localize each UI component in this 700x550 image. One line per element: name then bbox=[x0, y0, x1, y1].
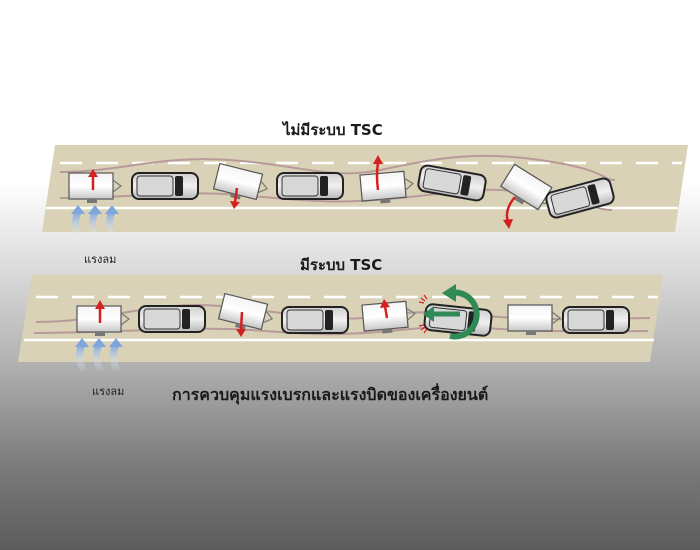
force-arrow-down bbox=[503, 196, 516, 229]
car bbox=[138, 305, 206, 333]
wind-arrows bbox=[75, 338, 123, 374]
title-without-tsc: ไม่มีระบบ TSC bbox=[283, 121, 383, 139]
force-arrow-down bbox=[236, 311, 246, 337]
torque-control-arrow-icon bbox=[423, 284, 480, 340]
trailer bbox=[507, 304, 561, 336]
caption: การควบคุมแรงเบรกและแรงบิดของเครื่องยนต์ bbox=[172, 385, 489, 404]
force-arrow-down bbox=[230, 187, 240, 209]
wind-label: แรงลม bbox=[84, 253, 117, 266]
wind-label: แรงลม bbox=[92, 385, 125, 398]
trail-path bbox=[59, 154, 616, 181]
trailer bbox=[68, 172, 122, 204]
force-arrow-up bbox=[88, 169, 98, 190]
car bbox=[562, 306, 630, 334]
force-arrow-up bbox=[380, 299, 390, 319]
force-arrow-up bbox=[373, 155, 383, 191]
car bbox=[131, 172, 199, 200]
brake-indicator-icon bbox=[418, 294, 428, 334]
wind-arrows bbox=[71, 205, 119, 242]
car bbox=[276, 172, 344, 200]
car bbox=[281, 306, 349, 334]
title-with-tsc: มีระบบ TSC bbox=[300, 256, 383, 274]
car bbox=[422, 302, 494, 338]
trailer bbox=[76, 305, 130, 337]
force-arrow-up bbox=[95, 300, 105, 323]
